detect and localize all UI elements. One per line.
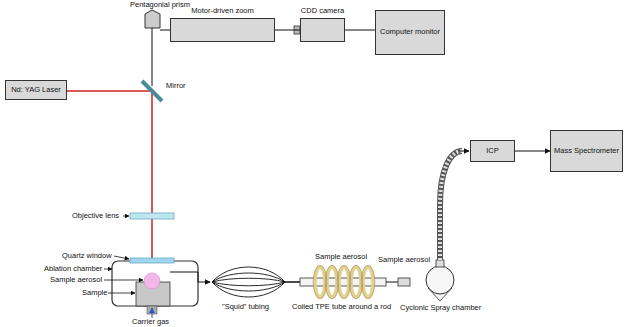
node-label: ICP [486, 147, 499, 155]
part-label: Sample [82, 289, 107, 297]
squid-tube [212, 273, 285, 282]
outlet-arrow [198, 282, 210, 283]
sample-aerosol [144, 273, 160, 289]
transfer-tube-ribs [440, 151, 462, 260]
coil-winding [351, 267, 361, 297]
node-label: CDD camera [301, 7, 344, 15]
part-label: Ablation chamber [44, 265, 102, 273]
optical-path [160, 30, 170, 31]
part-label: Cyclonic Spray chamber [400, 304, 481, 312]
outlet-line [170, 272, 198, 282]
gas-arrow [152, 308, 153, 318]
coil-outline [325, 265, 339, 299]
optical-path [152, 28, 153, 86]
leader-arrow [114, 256, 129, 259]
tube-line [386, 282, 398, 283]
node-label: Nd: YAG Laser [11, 86, 61, 94]
connector [275, 30, 300, 31]
spray-nozzle [398, 278, 410, 286]
squid-tube [212, 267, 285, 282]
part-label: Mirror [166, 82, 186, 90]
part-label: Pentagonial prism [130, 1, 190, 9]
spectrometer-box: Mass Spectrometer [550, 130, 623, 172]
spray-neck [436, 260, 444, 267]
laser-box: Nd: YAG Laser [5, 80, 67, 100]
squid-tube [212, 282, 285, 286]
part-label: Objective lens [72, 212, 119, 220]
part-label: Quartz window [62, 252, 112, 260]
part-label: Carrier gas [132, 318, 169, 326]
leader-arrow [104, 280, 143, 281]
part-label: Sample aerosol [50, 276, 102, 284]
leader-arrow [104, 269, 112, 270]
part-label: Sample aerosol [378, 256, 430, 264]
connector [515, 151, 550, 152]
tube-arrow [460, 151, 469, 152]
node-label: Computer monitor [380, 28, 440, 36]
leader-arrow [108, 293, 135, 294]
zoom-box: Motor-driven zoom [170, 18, 275, 42]
leader-arrow [123, 216, 129, 217]
coil-winding [363, 267, 373, 297]
icp-box: ICP [470, 140, 515, 162]
part-label: Sample aerosol [315, 253, 367, 261]
part-label: Coiled TPE tube around a rod [292, 303, 391, 311]
spray-bulb [426, 266, 454, 294]
coil-winding [327, 267, 337, 297]
coil-winding [339, 267, 349, 297]
quartz-window [130, 258, 174, 263]
squid-tube [212, 278, 285, 282]
ablation-chamber [112, 261, 198, 306]
mirror [142, 81, 162, 101]
transfer-tube [440, 151, 462, 260]
connector [345, 30, 375, 31]
squid-tube [212, 282, 285, 297]
objective-lens [130, 213, 174, 219]
part-label: "Squid" tubing [222, 303, 269, 311]
coil-outline [349, 265, 363, 299]
monitor-box: Computer monitor [375, 10, 445, 55]
coil-outline [313, 265, 327, 299]
node-label: Mass Spectrometer [554, 147, 619, 155]
pentagonal-prism [145, 10, 160, 28]
laser-beam [151, 91, 153, 276]
squid-tube [212, 282, 285, 291]
coil-winding [315, 267, 325, 297]
camera-box: CDD camera [300, 18, 345, 42]
coil-outline [337, 265, 351, 299]
tube-line [285, 281, 300, 283]
coil-outline [361, 265, 375, 299]
node-label: Motor-driven zoom [191, 7, 254, 15]
laser-beam [67, 90, 152, 92]
